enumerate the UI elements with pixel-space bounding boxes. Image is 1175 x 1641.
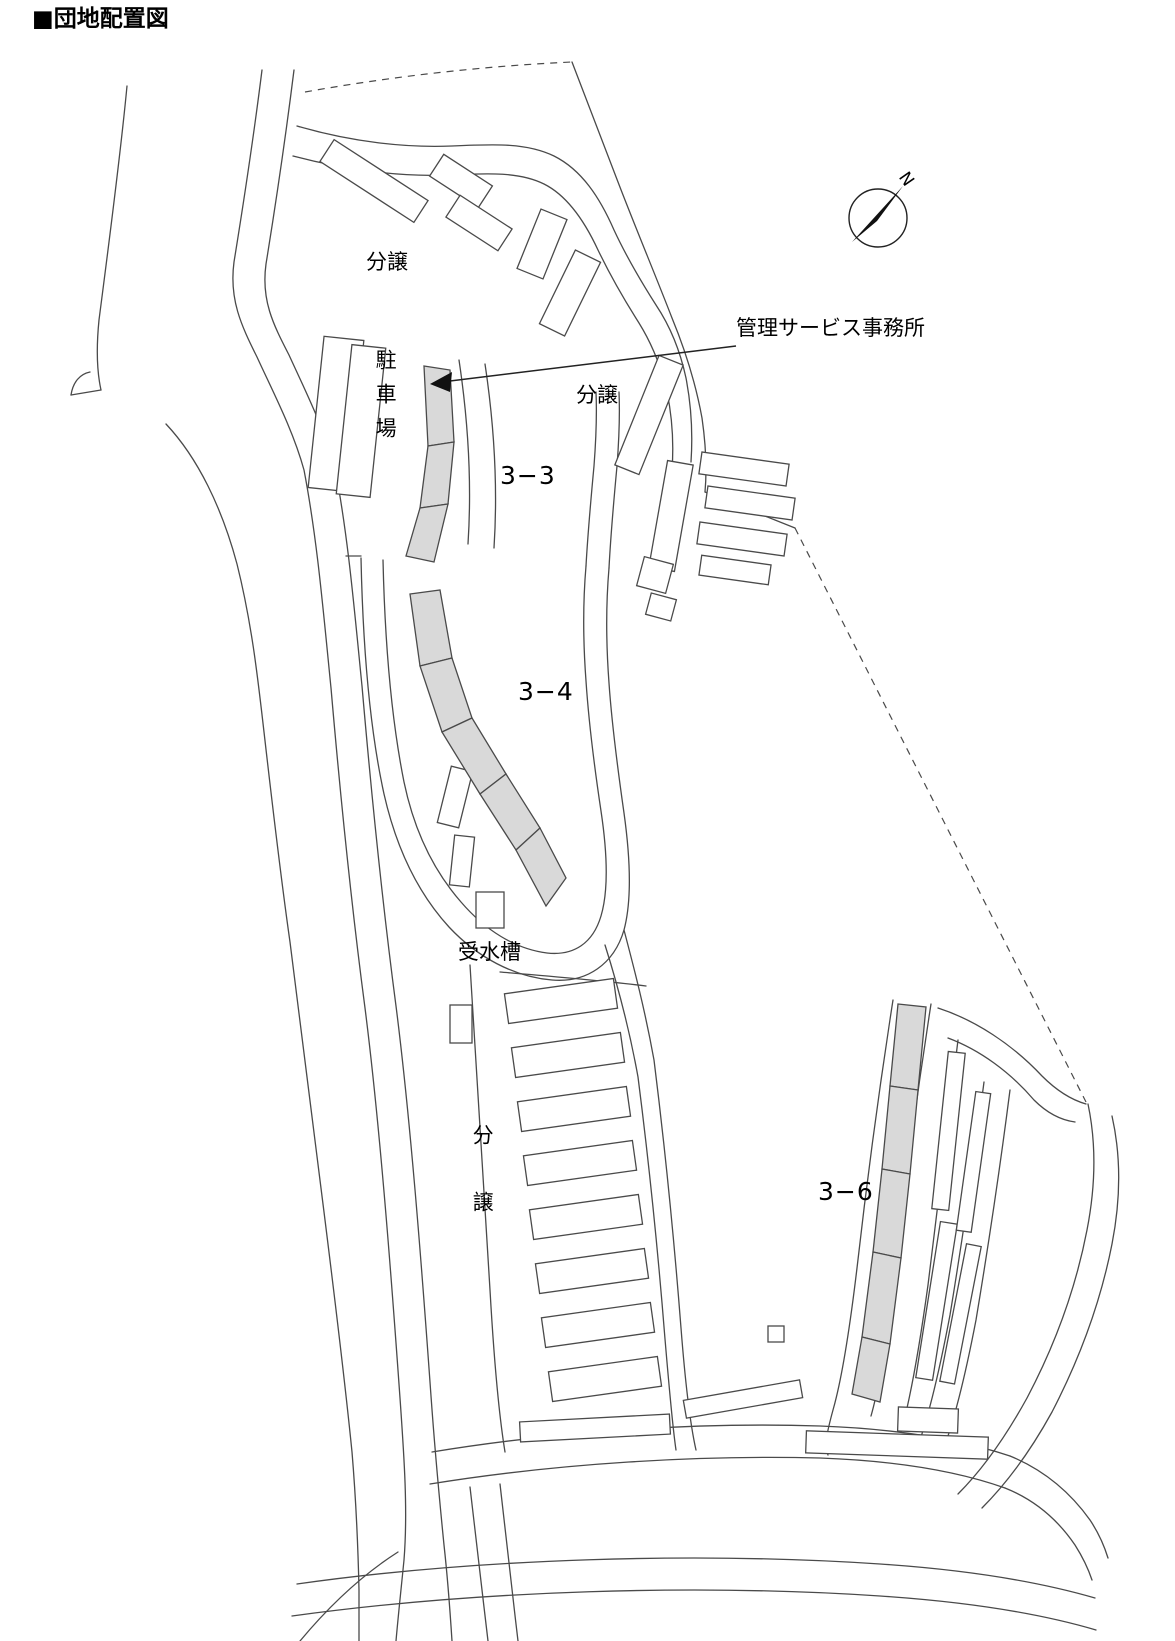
page-title: ■団地配置図 (32, 6, 169, 32)
label-management-office: 管理サービス事務所 (736, 316, 925, 340)
north-compass-icon (848, 186, 908, 248)
label-parking: 駐車場 (373, 349, 398, 451)
label-block-3-3: 3−3 (500, 461, 556, 490)
office-pointer-arrow (430, 345, 737, 392)
boundary-lines (70, 61, 1087, 1103)
label-bunjo-upper: 分譲 (366, 250, 408, 274)
label-block-3-4: 3−4 (518, 677, 574, 706)
highlighted-buildings (405, 365, 927, 1403)
roads (165, 69, 1120, 1641)
label-block-3-6: 3−6 (818, 1177, 874, 1206)
label-water-tank: 受水槽 (458, 940, 521, 964)
label-bunjo-lower: 分譲 (470, 1124, 495, 1258)
label-bunjo-mid: 分譲 (576, 383, 618, 407)
buildings (307, 138, 992, 1460)
